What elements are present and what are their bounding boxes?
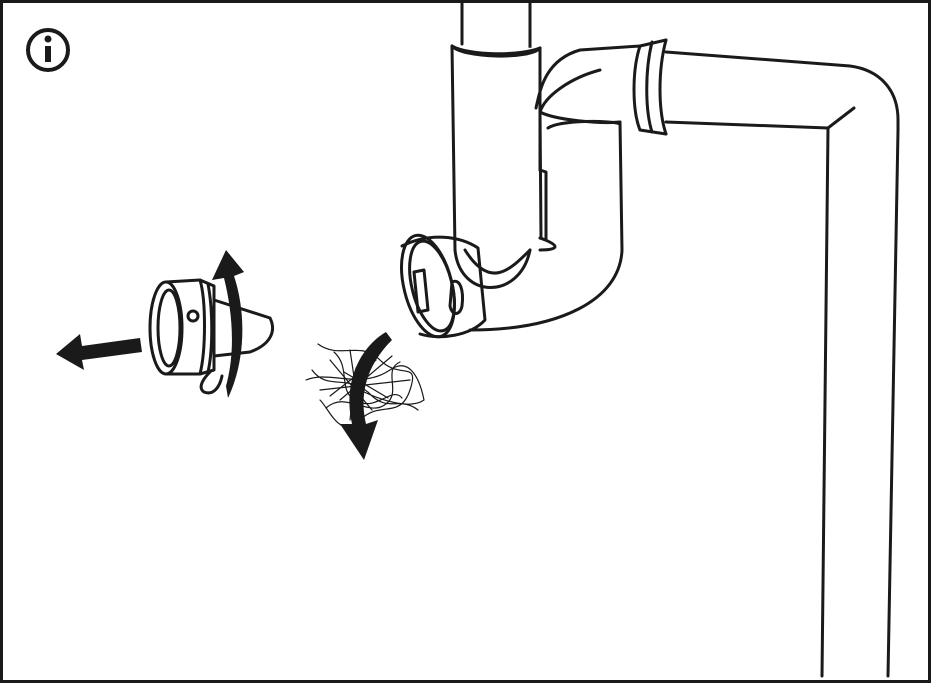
siphon-opening: [400, 233, 487, 339]
outlet-joint: [632, 38, 668, 136]
rotate-arrow-icon: [212, 250, 244, 398]
siphon-body: [453, 44, 642, 332]
drain-pipe-vertical: [450, 1, 548, 252]
outlet-pipe: [664, 50, 900, 678]
removed-cap: [148, 278, 274, 395]
info-icon: [26, 28, 70, 72]
arrow-left-icon: [56, 334, 142, 370]
curved-arrow-down-icon: [340, 332, 392, 460]
